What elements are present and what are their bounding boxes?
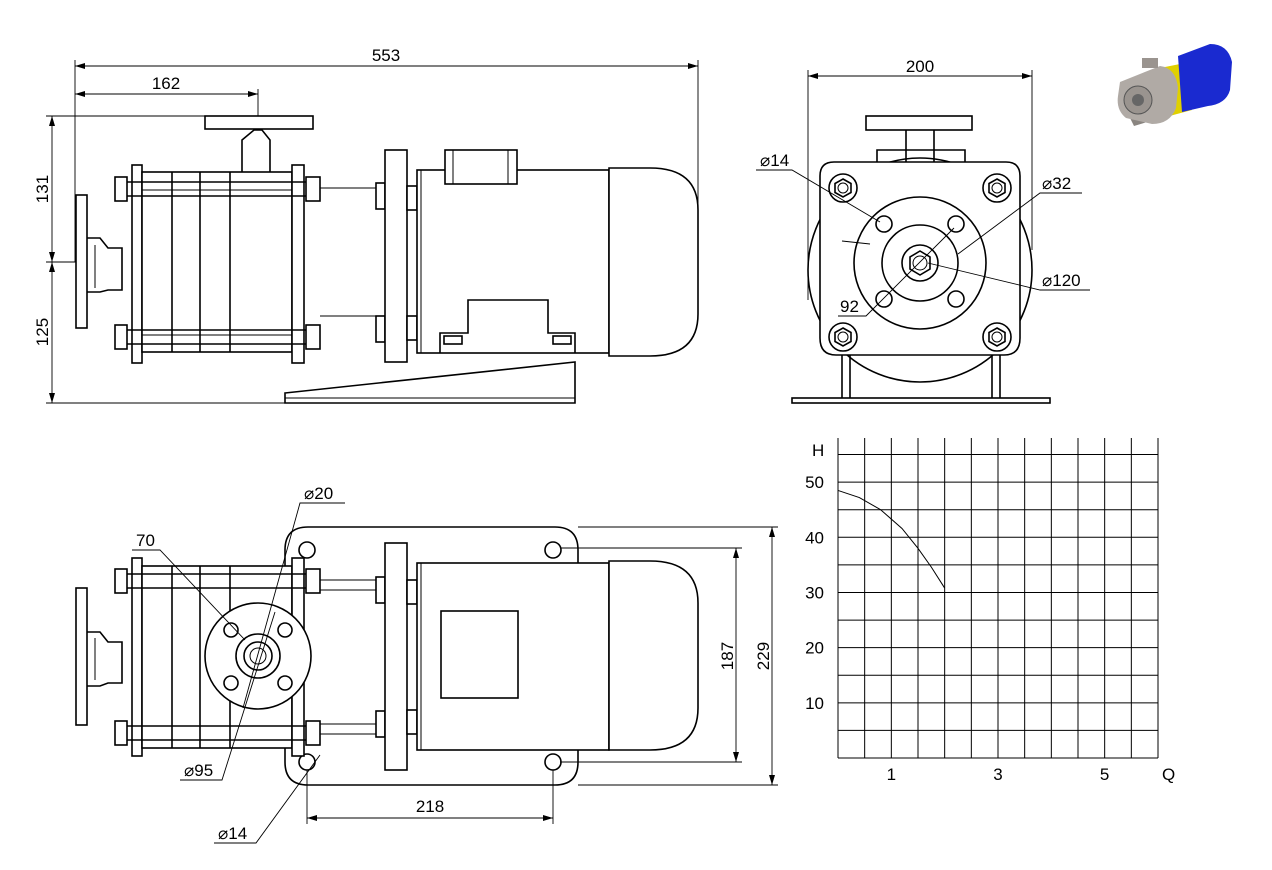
x-tick-label: 5: [1100, 765, 1109, 784]
y-tick-label: 30: [805, 583, 824, 602]
base-plate: [284, 361, 576, 404]
dim-bolt-hole-front: ⌀14: [760, 151, 789, 170]
dim-flange-bolt-hole: ⌀20: [304, 484, 333, 503]
dim-flange-inner: 70: [136, 531, 155, 550]
dim-lower-height: 125: [33, 318, 52, 346]
dim-base-hole: ⌀14: [218, 824, 247, 843]
y-tick-label: 10: [805, 694, 824, 713]
pump-end-plate-right: [291, 164, 305, 364]
top-view: 187 229 218 ⌀20 70 ⌀95 ⌀14: [75, 484, 778, 844]
head-flow-curve: [837, 489, 946, 589]
y-tick-label: 50: [805, 473, 824, 492]
y-tick-label: 20: [805, 639, 824, 658]
top-terminal-box: [440, 610, 519, 699]
motor-body: [416, 169, 610, 354]
chart-y-ticks: 10 20 30 40 50: [805, 473, 824, 713]
chart-series: [837, 489, 946, 589]
fan-cover: [608, 167, 699, 357]
dim-overall-length: 553: [372, 46, 400, 65]
outlet-flange: [204, 115, 314, 130]
pump-housing: [141, 171, 293, 353]
terminal-box: [444, 149, 518, 185]
side-view: 553 162 131 125: [33, 46, 699, 404]
dim-inlet-bore: ⌀32: [1042, 174, 1071, 193]
y-tick-label: 40: [805, 528, 824, 547]
top-base-plate: [284, 526, 579, 786]
dim-base-inner: 187: [718, 642, 737, 670]
dim-inlet-offset: 162: [152, 74, 180, 93]
front-view: 200 ⌀14 ⌀32 ⌀120: [756, 57, 1090, 404]
chart-x-ticks: 1 3 5: [887, 765, 1110, 784]
chart-grid: [837, 438, 1159, 759]
x-tick-label: 3: [993, 765, 1002, 784]
dim-base-outer: 229: [754, 642, 773, 670]
motor-flange: [384, 149, 408, 363]
dim-flange-outer: ⌀95: [184, 761, 213, 780]
inlet-flange: [75, 194, 88, 329]
performance-chart: H Q 10 20 30 40 50 1 3 5: [805, 438, 1175, 784]
chart-y-axis-label: H: [812, 441, 824, 460]
pump-end-plate-left: [131, 164, 143, 364]
dim-bolt-circle: ⌀120: [1042, 271, 1081, 290]
dim-upper-height: 131: [33, 175, 52, 203]
dim-base-hole-spacing: 218: [416, 797, 444, 816]
chart-x-axis-label: Q: [1162, 765, 1175, 784]
pump-3d-thumbnail: [1117, 44, 1232, 126]
dim-front-width: 200: [906, 57, 934, 76]
dim-spacing: 92: [840, 297, 859, 316]
x-tick-label: 1: [887, 765, 896, 784]
corner-bolts: [828, 173, 1012, 352]
